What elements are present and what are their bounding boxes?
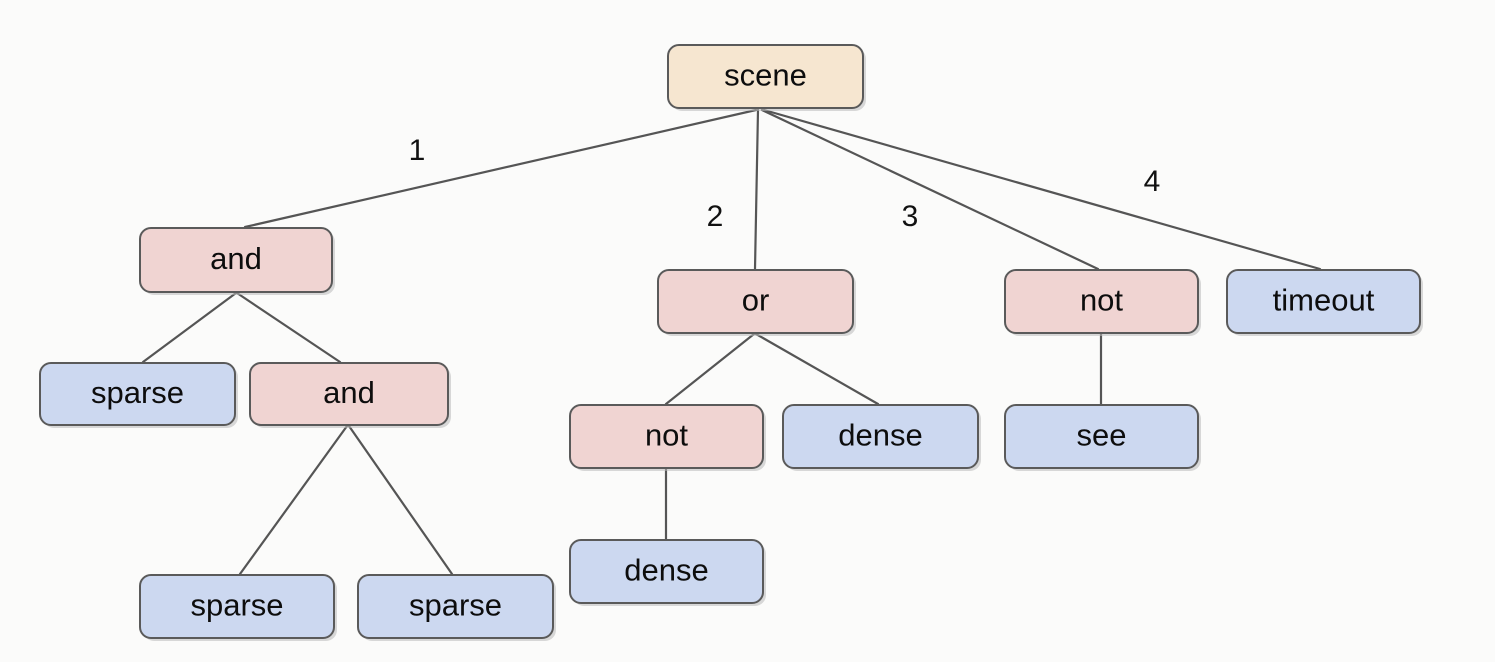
tree-edge-or1-dense1 (754, 332, 880, 406)
edge-label-2: 2 (707, 200, 724, 233)
tree-node-dense2[interactable]: dense (569, 539, 766, 606)
node-label-not2: not (645, 418, 688, 453)
tree-node-dense1[interactable]: dense (782, 404, 981, 471)
tree-edge-scene-timeout1 (762, 108, 1322, 271)
node-label-sparse2: sparse (190, 588, 283, 623)
node-box-sparse3[interactable] (357, 574, 554, 639)
tree-edge-and1-and2 (235, 291, 342, 364)
tree-node-sparse2[interactable]: sparse (139, 574, 337, 641)
tree-edge-scene-or1 (753, 108, 760, 271)
node-label-scene: scene (724, 58, 807, 93)
node-label-dense1: dense (838, 418, 922, 453)
node-box-see1[interactable] (1004, 404, 1199, 469)
tree-node-see1[interactable]: see (1004, 404, 1201, 471)
node-label-not1: not (1080, 283, 1123, 318)
nodes-layer: scene and or not timeout sparse and not dense see… (39, 44, 1423, 641)
node-box-not2[interactable] (569, 404, 764, 469)
tree-node-scene[interactable]: scene (667, 44, 866, 111)
edge-label-1: 1 (409, 134, 426, 167)
node-label-sparse1: sparse (91, 375, 184, 410)
node-label-timeout1: timeout (1273, 283, 1375, 318)
node-box-dense2[interactable] (569, 539, 764, 604)
tree-node-sparse3[interactable]: sparse (357, 574, 556, 641)
node-label-or1: or (742, 283, 770, 318)
node-box-or1[interactable] (657, 269, 854, 334)
node-label-and1: and (210, 241, 262, 276)
edge-label-4: 4 (1144, 165, 1161, 198)
tree-edge-or1-not2 (664, 332, 756, 406)
tree-edge-scene-not1 (760, 108, 1100, 271)
node-box-sparse1[interactable] (39, 362, 236, 426)
tree-node-and2[interactable]: and (249, 362, 451, 428)
edge-label-3: 3 (902, 200, 919, 233)
node-box-and2[interactable] (249, 362, 449, 426)
tree-edge-scene-and1 (243, 108, 758, 229)
node-label-see1: see (1077, 418, 1127, 453)
node-box-timeout1[interactable] (1226, 269, 1421, 334)
tree-edge-and2-sparse2 (238, 424, 349, 576)
tree-node-or1[interactable]: or (657, 269, 856, 336)
tree-node-and1[interactable]: and (139, 227, 335, 295)
node-box-not1[interactable] (1004, 269, 1199, 334)
tree-node-sparse1[interactable]: sparse (39, 362, 238, 428)
tree-node-timeout1[interactable]: timeout (1226, 269, 1423, 336)
node-label-dense2: dense (624, 553, 708, 588)
edge-labels-layer: 1 2 3 4 (409, 134, 1161, 233)
node-label-sparse3: sparse (409, 588, 502, 623)
edges-layer (141, 108, 1322, 576)
node-box-and1[interactable] (139, 227, 333, 293)
node-box-sparse2[interactable] (139, 574, 335, 639)
node-box-scene[interactable] (667, 44, 864, 109)
tree-node-not2[interactable]: not (569, 404, 766, 471)
tree-node-not1[interactable]: not (1004, 269, 1201, 336)
tree-edge-and2-sparse3 (347, 424, 454, 576)
tree-edge-and1-sparse1 (141, 291, 238, 364)
node-label-and2: and (323, 375, 375, 410)
node-box-dense1[interactable] (782, 404, 979, 469)
